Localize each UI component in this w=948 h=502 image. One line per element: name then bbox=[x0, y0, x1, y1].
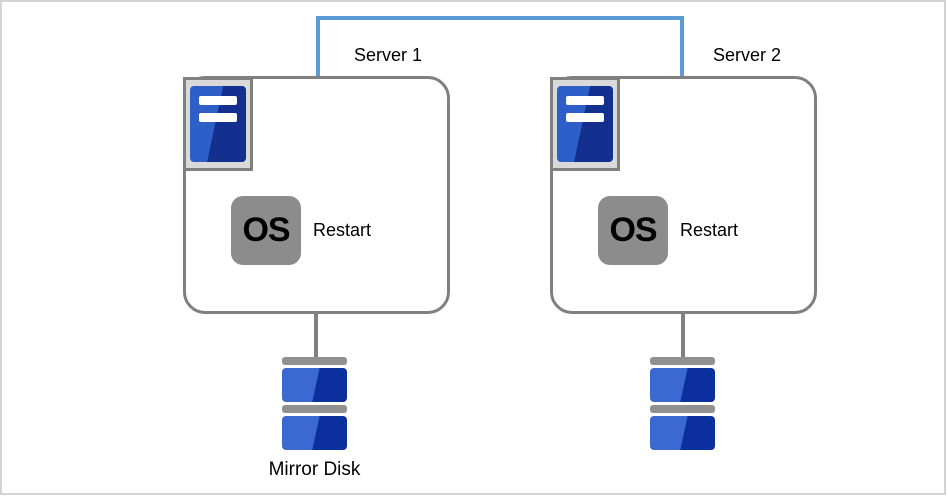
disk-platter bbox=[282, 416, 347, 450]
os-badge-label: OS bbox=[609, 211, 657, 249]
disk-platter bbox=[282, 368, 347, 402]
server-icon-slot bbox=[199, 113, 237, 122]
disk-cap bbox=[282, 357, 347, 365]
mirror-disk-icon bbox=[282, 357, 347, 451]
mirror-disk-label: Mirror Disk bbox=[268, 459, 361, 480]
server-icon-slot bbox=[566, 96, 604, 105]
server-2-restart-label: Restart bbox=[680, 220, 739, 240]
interconnect-line bbox=[316, 16, 684, 77]
server-icon bbox=[550, 77, 620, 171]
disk-platter bbox=[650, 368, 715, 402]
server-2-os-badge: OS bbox=[598, 196, 668, 265]
server-2-disk-link-line bbox=[681, 314, 685, 360]
server-1-restart-label: Restart bbox=[313, 220, 372, 240]
disk-separator bbox=[282, 405, 347, 413]
server-icon bbox=[183, 77, 253, 171]
disk-platter bbox=[650, 416, 715, 450]
mirror-disk-icon bbox=[650, 357, 715, 451]
server-icon-body bbox=[190, 86, 246, 162]
os-badge-label: OS bbox=[242, 211, 290, 249]
server-1-disk-link-line bbox=[314, 314, 318, 360]
server-2-label: Server 2 bbox=[712, 45, 782, 65]
server-icon-body bbox=[557, 86, 613, 162]
server-icon-slot bbox=[566, 113, 604, 122]
server-icon-slot bbox=[199, 96, 237, 105]
server-1-label: Server 1 bbox=[353, 45, 423, 65]
disk-cap bbox=[650, 357, 715, 365]
server-1-os-badge: OS bbox=[231, 196, 301, 265]
disk-separator bbox=[650, 405, 715, 413]
